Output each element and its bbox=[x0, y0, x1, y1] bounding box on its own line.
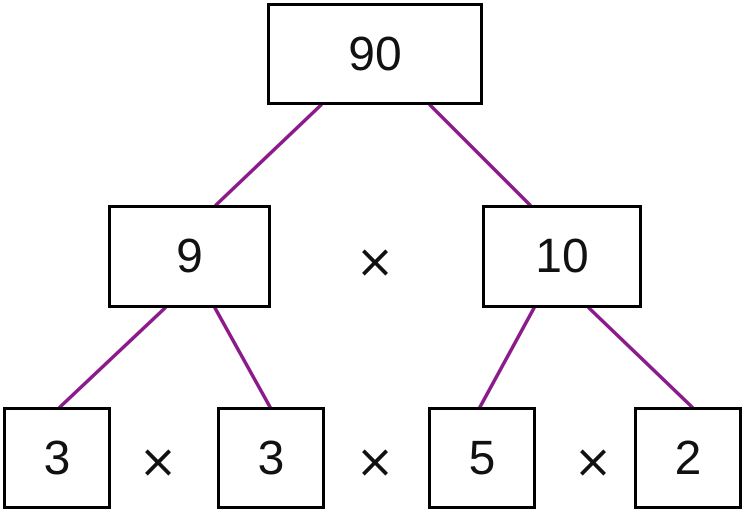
edge-10-to-2 bbox=[587, 306, 694, 409]
level1-node-right: 10 bbox=[482, 205, 642, 308]
times-operator-level2-3: × bbox=[573, 434, 613, 488]
edge-9-to-3-left bbox=[58, 306, 167, 409]
edge-root-to-10 bbox=[428, 103, 532, 207]
times-operator-level2-1: × bbox=[138, 434, 178, 488]
root-node: 90 bbox=[267, 3, 483, 105]
level2-node-3-value: 5 bbox=[468, 431, 496, 485]
level1-node-left: 9 bbox=[108, 205, 271, 308]
level2-node-4-value: 2 bbox=[674, 431, 702, 485]
level1-left-value: 9 bbox=[176, 230, 203, 283]
level1-right-value: 10 bbox=[535, 230, 589, 283]
root-value: 90 bbox=[348, 27, 402, 81]
edge-9-to-3-right bbox=[213, 306, 272, 409]
level2-node-1: 3 bbox=[3, 407, 111, 509]
level2-node-3: 5 bbox=[428, 407, 536, 509]
level2-node-2-value: 3 bbox=[257, 431, 285, 485]
level2-node-1-value: 3 bbox=[43, 431, 71, 485]
times-operator-level1: × bbox=[355, 234, 395, 288]
edge-10-to-5 bbox=[478, 306, 536, 409]
level2-node-2: 3 bbox=[217, 407, 325, 509]
edge-root-to-9 bbox=[214, 103, 323, 207]
level2-node-4: 2 bbox=[634, 407, 742, 509]
times-operator-level2-2: × bbox=[355, 434, 395, 488]
